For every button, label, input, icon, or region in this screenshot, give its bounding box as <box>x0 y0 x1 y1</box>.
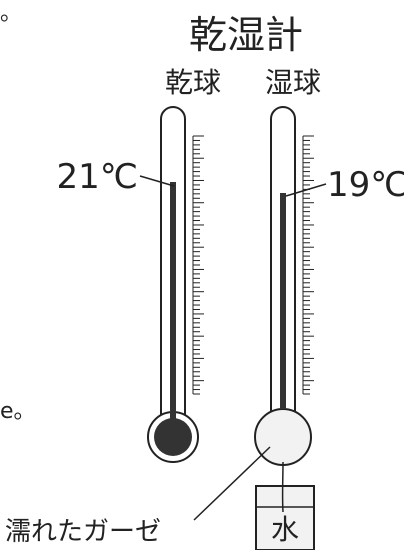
water-container <box>255 485 315 550</box>
gauze-leader <box>193 446 271 521</box>
dry-reading-leader <box>139 175 175 187</box>
dry-bulb-label: 乾球 <box>165 66 221 99</box>
dry-reading: 21℃ <box>57 157 138 197</box>
dry-mercury-column <box>170 182 176 430</box>
water-cup <box>255 485 315 550</box>
gauze-label: 濡れたガーゼ <box>5 517 161 547</box>
water-label: 水 <box>271 513 299 546</box>
dry-bulb-mercury <box>154 418 192 456</box>
wet-reading-leader <box>285 183 327 197</box>
dry-scale <box>192 135 204 395</box>
dry-thermometer <box>147 106 204 463</box>
margin-fragment-bottom: e。 <box>0 399 36 424</box>
wet-thermometer-bulb <box>254 408 312 466</box>
wet-bulb-label: 湿球 <box>265 66 321 99</box>
wet-mercury-column <box>280 193 286 409</box>
diagram-title: 乾湿計 <box>189 13 303 57</box>
margin-fragment-top: 。 <box>0 1 22 26</box>
wet-reading: 19℃ <box>327 165 404 205</box>
wet-thermometer <box>254 106 314 466</box>
wet-scale <box>302 135 314 395</box>
